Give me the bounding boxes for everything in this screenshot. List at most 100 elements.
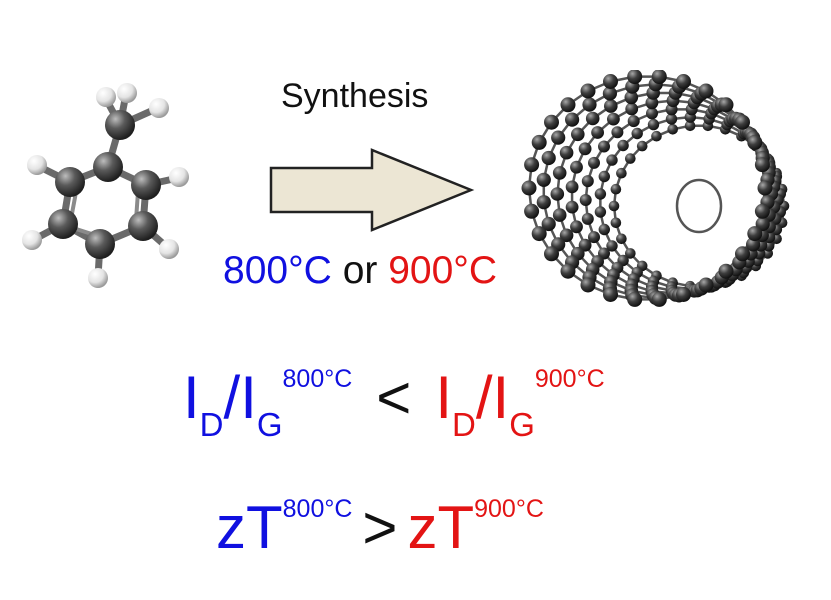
nanotube-carbon-atom	[559, 145, 574, 160]
nanotube-carbon-atom	[610, 217, 622, 229]
nanotube-carbon-atom	[627, 115, 640, 128]
nanotube-carbon-atom	[602, 86, 617, 101]
nanotube-carbon-atom	[544, 114, 559, 130]
nanotube-carbon-atom	[617, 139, 629, 152]
nanotube-carbon-atom	[647, 118, 660, 131]
nanotube-carbon-atom	[591, 126, 604, 139]
ratio-denominator-subscript: G	[256, 406, 283, 443]
nanotube-carbon-atom	[747, 134, 763, 150]
nanotube-carbon-atom	[579, 194, 592, 206]
nanotube-carbon-atom	[536, 195, 551, 210]
nanotube-carbon-atom	[570, 220, 583, 234]
nanotube-carbon-atom	[627, 70, 643, 85]
temperature-connector: or	[342, 249, 378, 292]
nanotube-carbon-atom	[676, 74, 691, 89]
ratio-numerator: I	[435, 364, 453, 431]
ratio-denominator: I	[492, 364, 510, 431]
nanotube-carbon-atom	[624, 90, 639, 105]
nanotube-carbon-atom	[676, 287, 691, 302]
nanotube-carbon-atom	[627, 291, 643, 307]
nanotube-carbon-atom	[565, 180, 579, 194]
carbon-nanotube-icon	[521, 70, 790, 307]
nanotube-carbon-atom	[578, 142, 592, 156]
nanotube-carbon-atom	[581, 175, 594, 188]
nanotube-carbon-atom	[580, 83, 596, 99]
nanotube-carbon-atom	[552, 208, 567, 222]
nanotube-carbon-atom	[747, 226, 763, 242]
nanotube-carbon-atom	[667, 124, 678, 135]
ratio-slash: /	[475, 364, 493, 431]
nanotube-carbon-atom	[536, 172, 551, 187]
nanotube-carbon-atom	[616, 167, 627, 179]
nanotube-carbon-atom	[588, 156, 600, 169]
nanotube-inner-opening	[675, 178, 723, 234]
nanotube-carbon-atom	[625, 102, 639, 116]
raman-ratio-800: ID/IG800°C	[183, 364, 353, 442]
nanotube-carbon-atom	[698, 83, 714, 99]
ratio-denominator-subscript: G	[509, 406, 535, 443]
nanotube-carbon-atom	[581, 212, 594, 225]
nanotube-carbon-atom	[606, 240, 618, 252]
nanotube-carbon-atom	[541, 216, 556, 232]
nanotube-carbon-atom	[598, 223, 610, 236]
nanotube-carbon-atom	[607, 112, 620, 126]
nanotube-carbon-atom	[598, 140, 610, 153]
nanotube-carbon-atom	[718, 263, 734, 279]
nanotube-carbon-atom	[559, 228, 574, 243]
nanotube-carbon-atom	[698, 277, 714, 293]
ratio-temperature-superscript: 800°C	[282, 365, 353, 393]
toluene-molecule-icon	[22, 83, 189, 288]
nanotube-carbon-atom	[570, 160, 583, 174]
nanotube-carbon-atom	[565, 200, 579, 214]
nanotube-carbon-atom	[552, 166, 567, 180]
nanotube-carbon-atom	[524, 157, 540, 173]
nanotube-carbon-atom	[531, 226, 547, 242]
nanotube-carbon-atom	[636, 140, 648, 152]
ratio-numerator-subscript: D	[199, 406, 224, 443]
nanotube-carbon-atom	[718, 97, 734, 113]
greater-than-operator: >	[362, 494, 398, 561]
less-than-operator: <	[376, 364, 412, 431]
temperature-low: 800°C	[223, 249, 332, 292]
synthesis-label: Synthesis	[281, 77, 429, 115]
nanotube-carbon-atom	[754, 203, 770, 219]
nanotube-carbon-atom	[603, 74, 618, 89]
nanotube-carbon-atom	[625, 248, 636, 259]
nanotube-carbon-atom	[625, 153, 636, 164]
nanotube-carbon-atom	[603, 287, 618, 302]
nanotube-carbon-atom	[560, 263, 576, 279]
nanotube-carbon-atom	[665, 113, 678, 125]
nanotube-carbon-atom	[604, 99, 618, 113]
nanotube-carbon-atom	[610, 183, 622, 195]
nanotube-carbon-atom	[531, 134, 547, 150]
zt-900: zT900°C	[407, 494, 543, 561]
nanotube-carbon-atom	[594, 188, 607, 200]
nanotube-carbon-atom	[754, 157, 770, 173]
nanotube-carbon-atom	[646, 107, 658, 120]
nanotube-carbon-atom	[565, 112, 580, 127]
raman-ratio-relation: ID/IG800°C<ID/IG900°C	[183, 367, 605, 442]
nanotube-carbon-atom	[606, 154, 618, 166]
nanotube-carbon-atom	[616, 233, 627, 245]
zt-temperature-superscript: 800°C	[282, 495, 353, 523]
raman-ratio-900: ID/IG900°C	[435, 364, 604, 442]
nanotube-carbon-atom	[611, 126, 624, 139]
zt-temperature-superscript: 900°C	[474, 495, 544, 523]
nanotube-carbon-atom	[560, 97, 576, 113]
nanotube-carbon-atom	[594, 206, 607, 218]
nanotube-carbon-atom	[571, 127, 585, 142]
nanotube-carbon-atom	[651, 70, 667, 85]
zt-800: zT800°C	[216, 494, 352, 561]
nanotube-carbon-atom	[544, 246, 559, 262]
nanotube-carbon-atom	[580, 277, 596, 293]
nanotube-carbon-atom	[735, 114, 750, 130]
nanotube-carbon-atom	[651, 291, 667, 307]
nanotube-carbon-atom	[585, 111, 600, 126]
zt-base: zT	[216, 494, 283, 561]
nanotube-carbon-atom	[631, 127, 643, 140]
nanotube-carbon-atom	[757, 180, 773, 196]
nanotube-carbon-atom	[524, 203, 540, 219]
nanotube-carbon-atom	[735, 246, 750, 262]
nanotube-carbon-atom	[521, 180, 537, 196]
nanotube-carbon-atom	[582, 97, 597, 112]
